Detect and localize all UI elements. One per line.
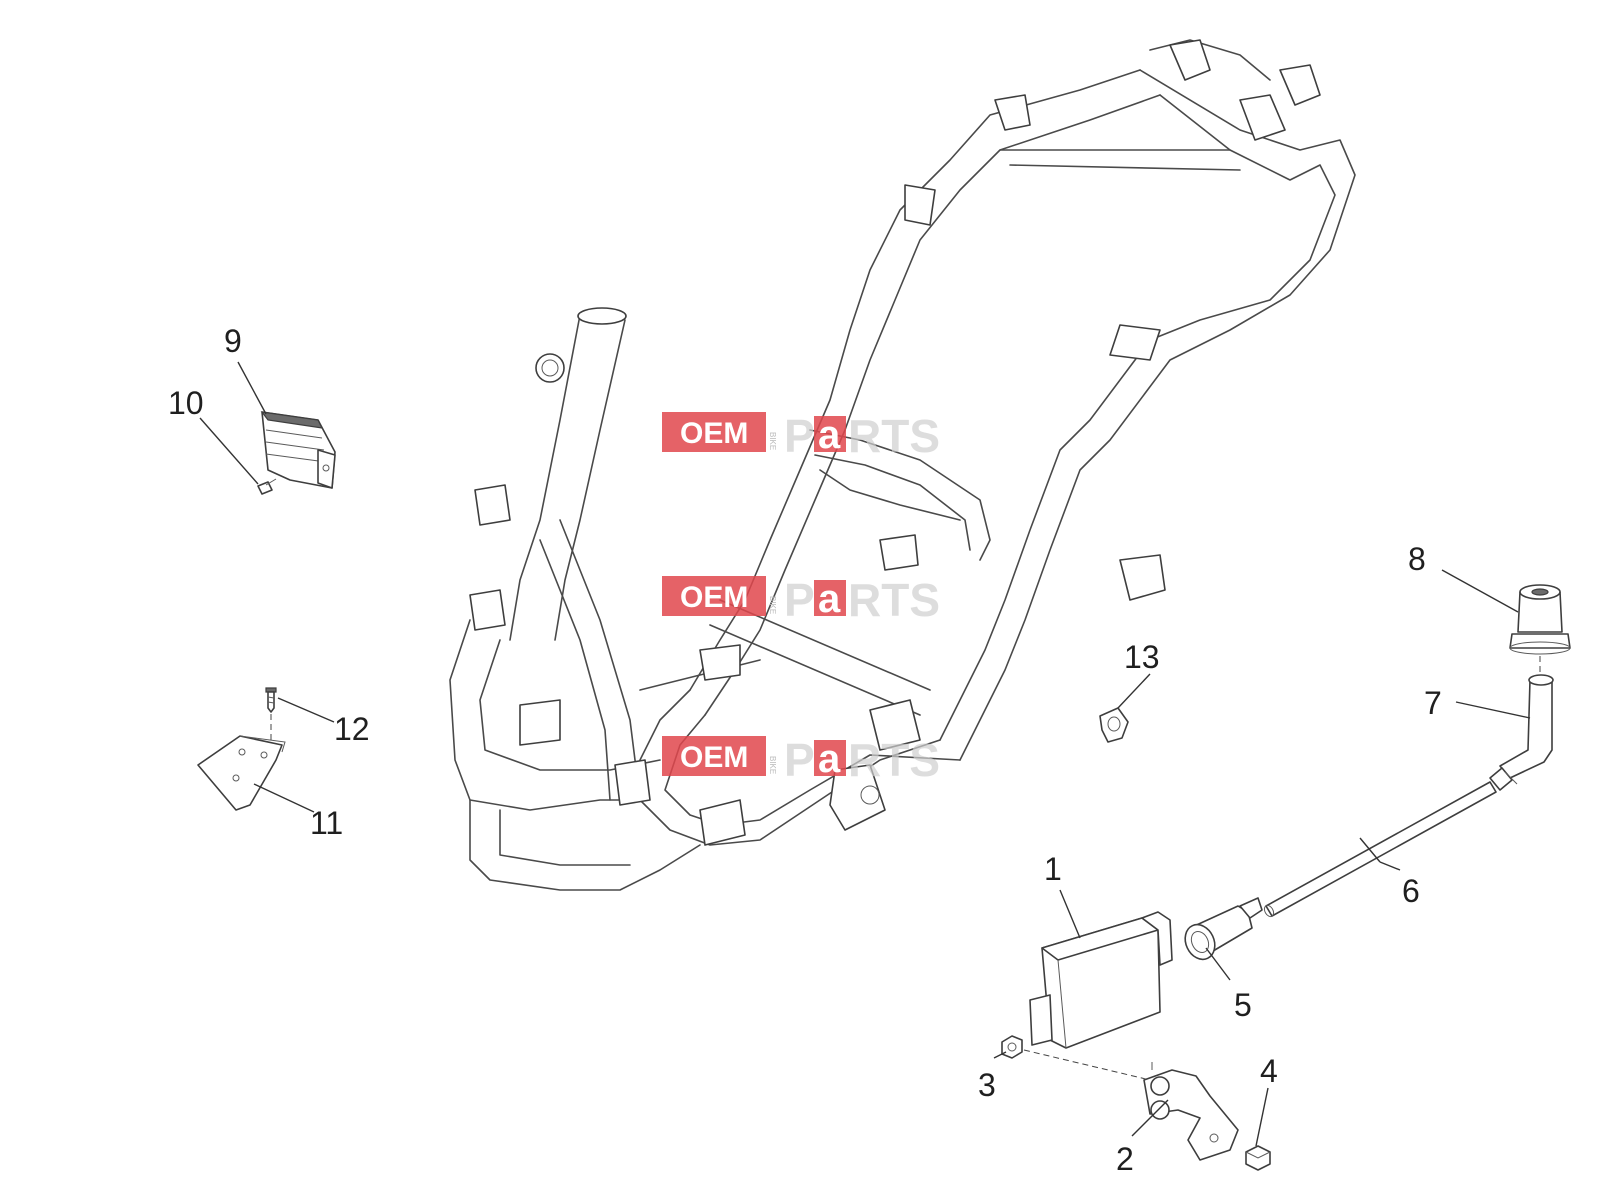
elbow-tube (1489, 674, 1554, 791)
plate-screw (265, 687, 277, 740)
voltage-regulator (260, 411, 336, 489)
watermark-p-text: P (784, 734, 815, 786)
antenna-cap (1509, 584, 1571, 676)
callout-9: 9 (224, 323, 242, 359)
watermark-a-text: a (818, 577, 841, 621)
callout-2: 2 (1116, 1141, 1134, 1177)
watermark-a-box (814, 740, 846, 776)
watermark-bike-text: BIKE (768, 432, 777, 450)
leader-1 (1059, 889, 1081, 939)
watermark-2: OEM BIKE P a RTS (662, 574, 940, 626)
leader-7 (1455, 701, 1531, 719)
callout-11: 11 (310, 805, 343, 841)
callout-1: 1 (1044, 851, 1062, 887)
watermark-oem-text: OEM (680, 417, 748, 450)
watermark-rts-text: RTS (848, 574, 940, 626)
watermark-a-text: a (818, 413, 841, 457)
bolt (1245, 1145, 1271, 1171)
callout-labels: 1 2 3 4 5 6 7 8 9 10 11 12 13 (168, 323, 1442, 1177)
watermark-1: OEM BIKE P a RTS (662, 410, 940, 462)
control-unit (1029, 911, 1173, 1049)
leader-12 (277, 697, 335, 723)
watermark-rts-text: RTS (848, 410, 940, 462)
watermark-p-text: P (784, 410, 815, 462)
leader-3 (993, 1051, 1007, 1059)
watermark-oem-text: OEM (680, 741, 748, 774)
watermark-bike-text: BIKE (768, 596, 777, 614)
callout-8: 8 (1408, 541, 1426, 577)
watermark-oem-box (662, 412, 766, 452)
watermark-bike-text: BIKE (768, 756, 777, 774)
callout-6: 6 (1402, 873, 1420, 909)
regulator-screw (257, 478, 277, 495)
leader-8 (1441, 569, 1519, 613)
connector-boot (1184, 897, 1263, 961)
cable-clip (1099, 707, 1129, 743)
watermark-a-box (814, 580, 846, 616)
callout-13: 13 (1124, 639, 1160, 675)
leader-5 (1205, 947, 1231, 981)
watermark-3: OEM BIKE P a RTS (662, 734, 940, 786)
watermark-a-box (814, 416, 846, 452)
scooter-frame (449, 39, 1356, 891)
callout-4: 4 (1260, 1053, 1278, 1089)
control-unit-bracket (1143, 1062, 1239, 1161)
watermark-oem-box (662, 576, 766, 616)
callout-10: 10 (168, 385, 204, 421)
callout-12: 12 (334, 711, 370, 747)
leader-6b (1359, 837, 1381, 863)
leader-lines (199, 361, 1531, 1147)
leader-10 (199, 417, 259, 485)
callout-3: 3 (978, 1067, 996, 1103)
mounting-plate (197, 735, 286, 811)
watermark-oem-text: OEM (680, 581, 748, 614)
watermark-a-text: a (818, 737, 841, 781)
leader-2 (1131, 1099, 1169, 1137)
watermark-p-text: P (784, 574, 815, 626)
watermark-rts-text: RTS (848, 734, 940, 786)
leader-13 (1117, 673, 1151, 709)
callout-7: 7 (1424, 685, 1442, 721)
leader-4 (1255, 1087, 1269, 1147)
leader-11 (253, 783, 315, 813)
antenna-rod (1263, 781, 1497, 918)
leader-9 (237, 361, 267, 415)
callout-5: 5 (1234, 987, 1252, 1023)
leader-6 (1379, 861, 1401, 871)
watermark-oem-box (662, 736, 766, 776)
